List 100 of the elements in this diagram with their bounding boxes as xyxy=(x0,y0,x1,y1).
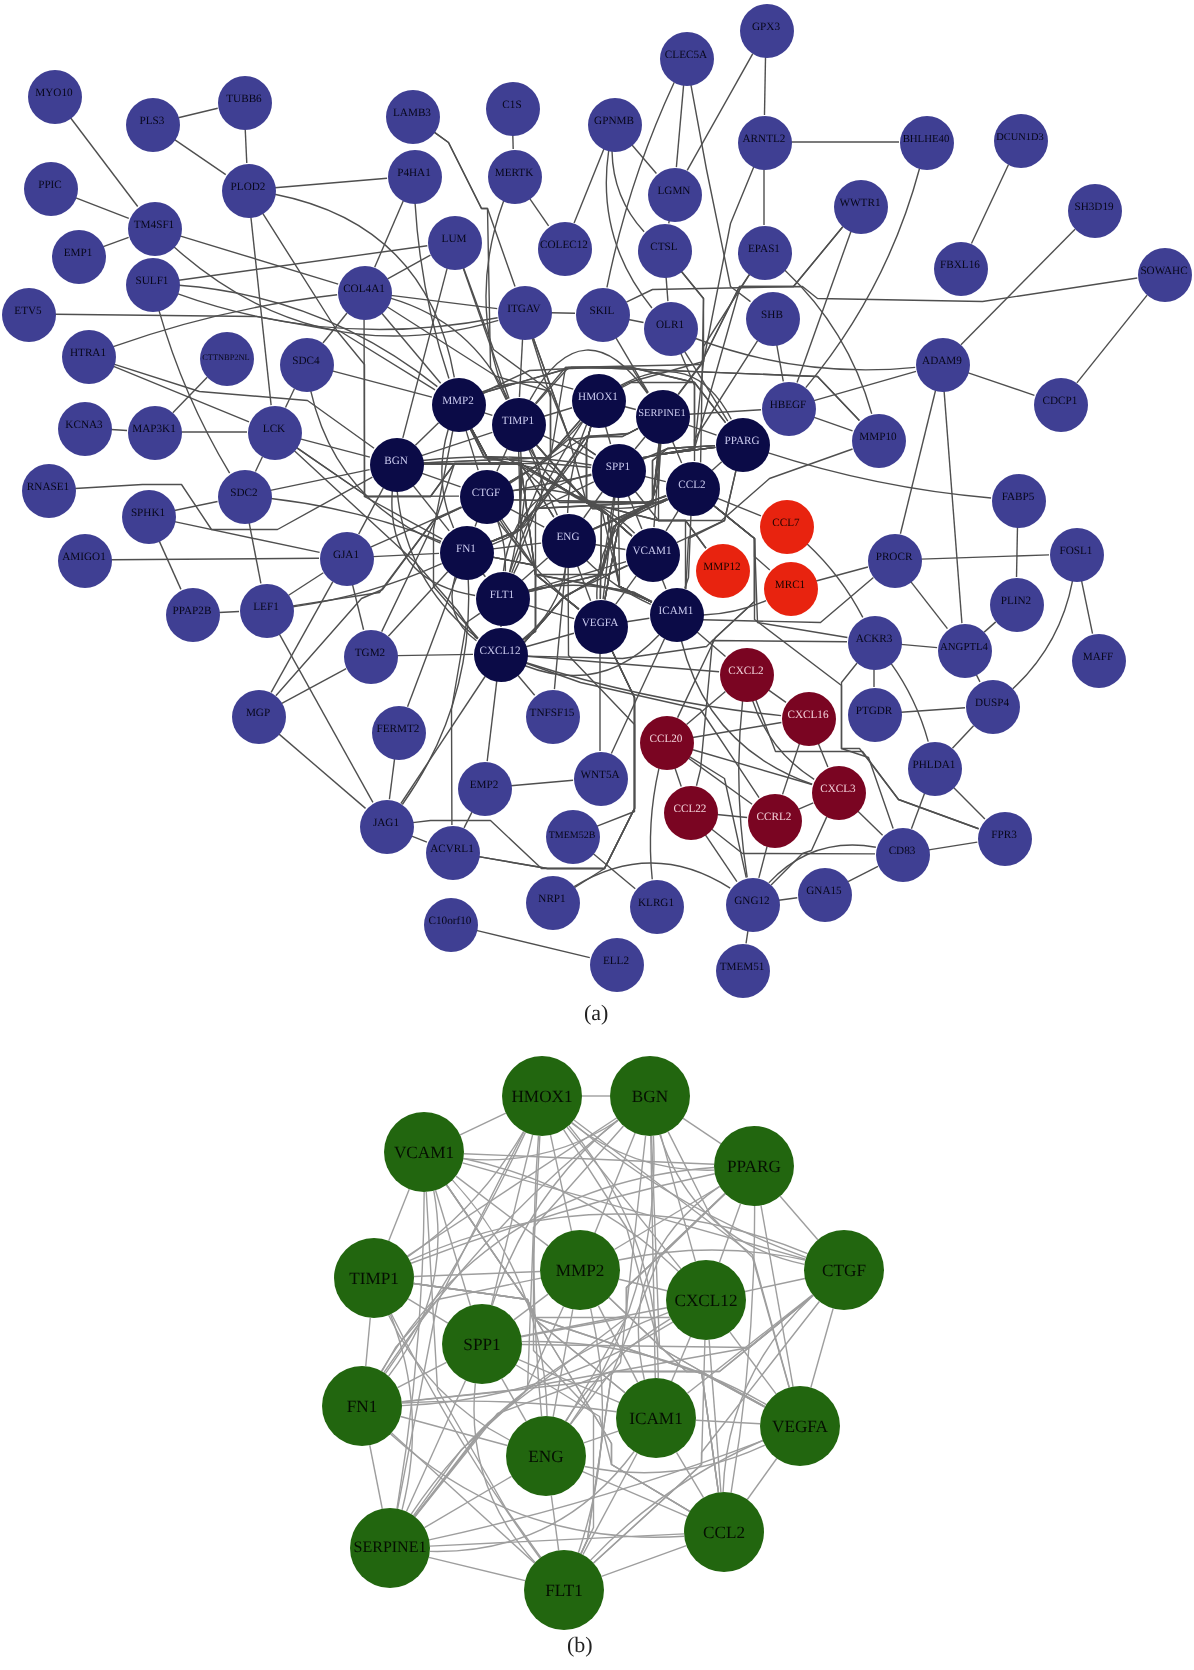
node-circle xyxy=(322,1366,402,1446)
node-circle xyxy=(625,527,679,581)
node-circle xyxy=(847,615,901,669)
node-circle xyxy=(643,301,697,355)
node-circle xyxy=(217,469,271,523)
node-circle xyxy=(21,463,75,517)
node-circle xyxy=(506,1416,586,1496)
node-circle xyxy=(637,223,691,277)
node-circle xyxy=(725,877,779,931)
node-circle xyxy=(571,373,625,427)
gene-label: BGN xyxy=(631,1087,669,1105)
node-circle xyxy=(833,179,887,233)
node-circle xyxy=(763,561,817,615)
node-circle xyxy=(933,241,987,295)
gene-label: HMOX1 xyxy=(511,1087,573,1105)
node-circle xyxy=(714,1126,794,1206)
node-circle xyxy=(989,577,1043,631)
node-circle xyxy=(915,337,969,391)
node-circle xyxy=(573,599,627,653)
node-circle xyxy=(247,405,301,459)
node-circle xyxy=(761,381,815,435)
node-circle xyxy=(127,405,181,459)
node-circle xyxy=(121,489,175,543)
node-circle xyxy=(27,69,81,123)
panel-label: (a) xyxy=(584,1003,609,1025)
node-circle xyxy=(937,623,991,677)
node-circle xyxy=(319,531,373,585)
node-circle xyxy=(431,377,485,431)
node-circle xyxy=(847,687,901,741)
node-circle xyxy=(899,115,953,169)
node-circle xyxy=(1137,247,1191,301)
node-circle xyxy=(427,215,481,269)
node-circle xyxy=(343,629,397,683)
node-circle xyxy=(524,1550,604,1630)
gene-label: VEGFA xyxy=(771,1417,828,1435)
node-circle xyxy=(739,3,793,57)
node-circle xyxy=(125,97,179,151)
node-circle xyxy=(359,799,413,853)
gene-label: PPARG xyxy=(727,1157,781,1175)
node-circle xyxy=(51,229,105,283)
node-circle xyxy=(487,149,541,203)
node-circle xyxy=(610,1056,690,1136)
gene-label: FN1 xyxy=(346,1397,378,1415)
node-circle xyxy=(719,647,773,701)
node-circle xyxy=(457,761,511,815)
node-circle xyxy=(649,587,703,641)
gene-label: SERPINE1 xyxy=(353,1540,427,1556)
node-circle xyxy=(473,627,527,681)
node-circle xyxy=(659,31,713,85)
node-circle xyxy=(715,943,769,997)
node-circle xyxy=(221,163,275,217)
node-circle xyxy=(540,1230,620,1310)
node-circle xyxy=(525,875,579,929)
node-circle xyxy=(459,469,513,523)
node-circle xyxy=(991,473,1045,527)
node-circle xyxy=(781,691,835,745)
node-circle xyxy=(485,81,539,135)
node-circle xyxy=(369,437,423,491)
node-circle xyxy=(57,401,111,455)
node-circle xyxy=(647,167,701,221)
node-circle xyxy=(1067,183,1121,237)
node-circle xyxy=(737,225,791,279)
node-circle xyxy=(502,1056,582,1136)
node-circle xyxy=(371,705,425,759)
gene-label: FLT1 xyxy=(545,1581,583,1599)
node-circle xyxy=(423,897,477,951)
node-circle xyxy=(965,679,1019,733)
node-circle xyxy=(1071,633,1125,687)
node-circle xyxy=(575,287,629,341)
node-circle xyxy=(545,809,599,863)
node-circle xyxy=(497,285,551,339)
gene-label: MMP2 xyxy=(555,1261,605,1279)
node-circle xyxy=(442,1304,522,1384)
node-circle xyxy=(907,741,961,795)
gene-label: CCL2 xyxy=(702,1523,745,1541)
node-circle xyxy=(589,937,643,991)
node-circle xyxy=(337,265,391,319)
node-circle xyxy=(350,1508,430,1588)
node-circle xyxy=(804,1230,884,1310)
node-circle xyxy=(797,867,851,921)
node-circle xyxy=(57,533,111,587)
node-circle xyxy=(491,397,545,451)
node-circle xyxy=(199,331,253,385)
node-circle xyxy=(695,543,749,597)
node-circle xyxy=(23,161,77,215)
node-circle xyxy=(541,513,595,567)
node-circle xyxy=(279,337,333,391)
node-circle xyxy=(231,689,285,743)
node-circle xyxy=(425,825,479,879)
node-circle xyxy=(629,879,683,933)
node-circle xyxy=(684,1492,764,1572)
node-circle xyxy=(639,715,693,769)
node-circle xyxy=(525,689,579,743)
gene-label: CTGF xyxy=(822,1261,866,1279)
node-circle xyxy=(1033,377,1087,431)
node-circle xyxy=(616,1378,696,1458)
node-circle xyxy=(587,97,641,151)
node-circle xyxy=(977,811,1031,865)
node-circle xyxy=(745,291,799,345)
node-circle xyxy=(591,443,645,497)
